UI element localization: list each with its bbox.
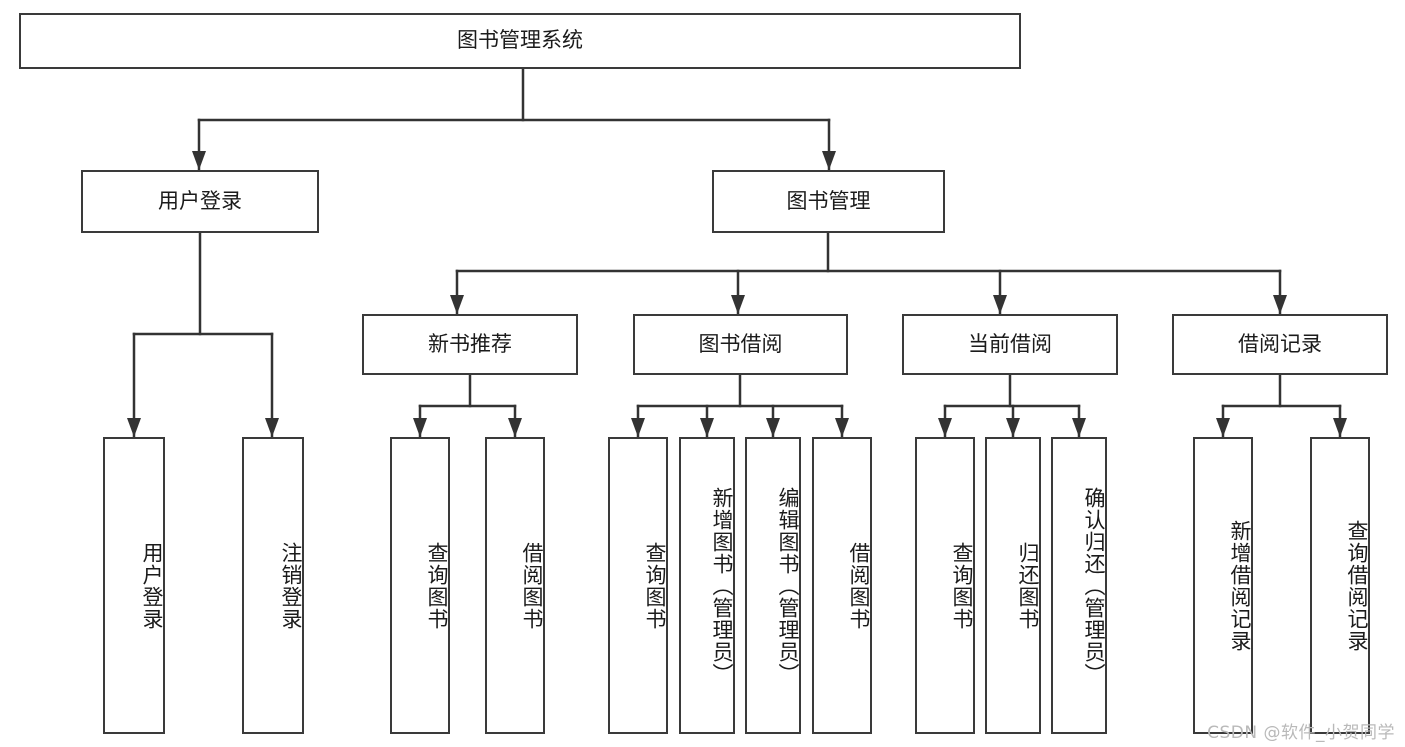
conn-book-manage-split-arrowhead-2: [993, 295, 1007, 314]
node-leaf-query-book-cur[interactable]: 查询图书: [915, 437, 975, 734]
conn-user-login-split-arrowhead-1: [265, 418, 279, 437]
node-leaf-user-login[interactable]: 用户登录: [103, 437, 165, 734]
conn-borrow-record-split-arrowhead-0: [1216, 418, 1230, 437]
node-label: 查询图书: [643, 541, 667, 630]
node-label: 查询借阅记录: [1345, 519, 1369, 652]
node-leaf-borrow-book-rec[interactable]: 借阅图书: [485, 437, 545, 734]
conn-new-book-rec-split-arrowhead-1: [508, 418, 522, 437]
conn-book-borrow-split-arrowhead-0: [631, 418, 645, 437]
conn-book-borrow-split-arrowhead-2: [766, 418, 780, 437]
node-leaf-query-record[interactable]: 查询借阅记录: [1310, 437, 1370, 734]
node-user-login[interactable]: 用户登录: [81, 170, 319, 233]
node-label: 归还图书: [1016, 541, 1040, 630]
node-label: 借阅图书: [847, 541, 871, 630]
conn-new-book-rec-split-arrowhead-0: [413, 418, 427, 437]
conn-book-borrow-split-arrowhead-3: [835, 418, 849, 437]
node-label: 借阅记录: [1238, 331, 1322, 356]
node-label: 注销登录: [279, 541, 303, 630]
conn-root-split-arrowhead-0: [192, 151, 206, 170]
node-label: 图书借阅: [698, 331, 783, 356]
node-label: 用户登录: [140, 541, 164, 630]
node-label: 借阅图书: [520, 541, 544, 630]
node-book-borrow[interactable]: 图书借阅: [633, 314, 848, 375]
node-leaf-return-book[interactable]: 归还图书: [985, 437, 1041, 734]
conn-borrow-record-split-arrowhead-1: [1333, 418, 1347, 437]
node-root[interactable]: 图书管理系统: [19, 13, 1021, 69]
node-label: 图书管理系统: [457, 28, 583, 53]
watermark: CSDN @软件_小贺同学: [1207, 723, 1395, 743]
conn-current-borrow-split-arrowhead-2: [1072, 418, 1086, 437]
node-leaf-logout[interactable]: 注销登录: [242, 437, 304, 734]
node-leaf-confirm-return[interactable]: 确认归还（管理员）: [1051, 437, 1107, 734]
conn-book-manage-split-arrowhead-3: [1273, 295, 1287, 314]
node-leaf-add-book[interactable]: 新增图书（管理员）: [679, 437, 735, 734]
node-label: 查询图书: [950, 541, 974, 630]
node-leaf-borrow-book[interactable]: 借阅图书: [812, 437, 872, 734]
node-leaf-add-record[interactable]: 新增借阅记录: [1193, 437, 1253, 734]
node-label: 新书推荐: [428, 331, 512, 356]
node-label: 编辑图书（管理员）: [776, 486, 800, 685]
conn-current-borrow-split-arrowhead-1: [1006, 418, 1020, 437]
node-current-borrow[interactable]: 当前借阅: [902, 314, 1118, 375]
node-borrow-record[interactable]: 借阅记录: [1172, 314, 1388, 375]
node-leaf-edit-book[interactable]: 编辑图书（管理员）: [745, 437, 801, 734]
conn-user-login-split-arrowhead-0: [127, 418, 141, 437]
conn-book-manage-split-arrowhead-0: [450, 295, 464, 314]
conn-book-manage-split-arrowhead-1: [731, 295, 745, 314]
node-label: 新增借阅记录: [1228, 519, 1252, 652]
node-label: 用户登录: [158, 188, 242, 213]
node-book-manage[interactable]: 图书管理: [712, 170, 945, 233]
node-label: 新增图书（管理员）: [710, 486, 734, 685]
conn-book-borrow-split-arrowhead-1: [700, 418, 714, 437]
node-label: 查询图书: [425, 541, 449, 630]
conn-current-borrow-split-arrowhead-0: [938, 418, 952, 437]
conn-root-split-arrowhead-1: [822, 151, 836, 170]
node-leaf-query-book-rec[interactable]: 查询图书: [390, 437, 450, 734]
node-new-book-rec[interactable]: 新书推荐: [362, 314, 578, 375]
node-label: 确认归还（管理员）: [1082, 486, 1106, 685]
node-label: 当前借阅: [968, 331, 1052, 356]
node-leaf-query-book-borrow[interactable]: 查询图书: [608, 437, 668, 734]
node-label: 图书管理: [786, 188, 871, 213]
